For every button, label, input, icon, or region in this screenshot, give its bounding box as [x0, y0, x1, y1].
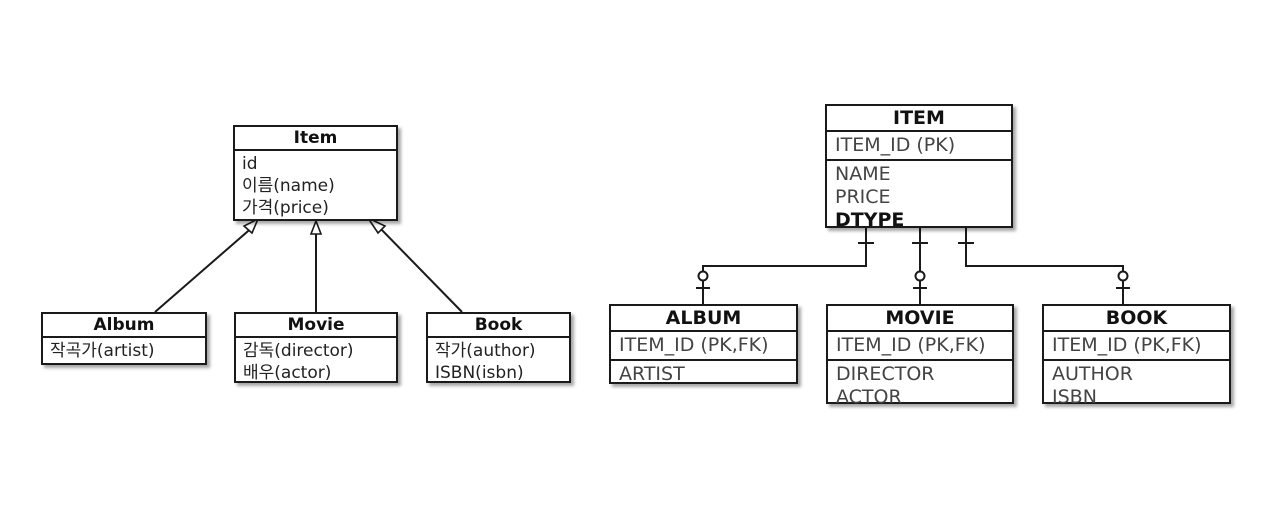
class-item-fields: id 이름(name) 가격(price): [235, 151, 396, 221]
relation-item-book: [958, 228, 1130, 304]
class-album-fields: 작곡가(artist): [43, 338, 205, 364]
inheritance-book-line: [365, 216, 463, 313]
entity-album: ALBUM ITEM_ID (PK,FK) ARTIST: [609, 304, 798, 385]
class-book: Book 작가(author) ISBN(isbn): [426, 312, 571, 383]
inheritance-album-line: [154, 217, 260, 313]
entity-album-pk-section: ITEM_ID (PK,FK): [611, 332, 796, 361]
entity-album-title: ALBUM: [611, 306, 796, 332]
class-movie-title: Movie: [236, 314, 396, 338]
class-album: Album 작곡가(artist): [41, 312, 207, 365]
entity-book-title: BOOK: [1044, 306, 1229, 332]
entity-movie-col-director: DIRECTOR: [836, 363, 935, 385]
class-book-field-author: 작가(author): [435, 341, 536, 361]
relation-item-movie: [912, 228, 928, 304]
inheritance-movie-line: [309, 218, 323, 312]
entity-album-columns: ARTIST: [611, 361, 796, 388]
class-item-field-price: 가격(price): [242, 198, 329, 218]
class-album-field-artist: 작곡가(artist): [50, 341, 155, 361]
relation-item-album: [696, 228, 874, 304]
entity-book-columns: AUTHOR ISBN: [1044, 361, 1229, 411]
entity-book: BOOK ITEM_ID (PK,FK) AUTHOR ISBN: [1042, 304, 1231, 408]
class-book-fields: 작가(author) ISBN(isbn): [428, 338, 569, 386]
entity-item-pk-section: ITEM_ID (PK): [827, 132, 1011, 161]
entity-book-pk: ITEM_ID (PK,FK): [1052, 334, 1202, 356]
class-item-title: Item: [235, 127, 396, 151]
entity-movie: MOVIE ITEM_ID (PK,FK) DIRECTOR ACTOR: [826, 304, 1014, 408]
entity-movie-pk: ITEM_ID (PK,FK): [836, 334, 986, 356]
class-item-field-name: 이름(name): [242, 176, 335, 196]
class-movie: Movie 감독(director) 배우(actor): [234, 312, 398, 383]
entity-movie-pk-section: ITEM_ID (PK,FK): [828, 332, 1012, 361]
entity-album-col-artist: ARTIST: [619, 363, 685, 385]
class-movie-field-director: 감독(director): [243, 341, 354, 361]
entity-item-title: ITEM: [827, 106, 1011, 132]
entity-book-col-isbn: ISBN: [1052, 386, 1097, 408]
class-item: Item id 이름(name) 가격(price): [233, 125, 398, 221]
entity-item-col-dtype: DTYPE: [835, 209, 905, 231]
entity-item-col-price: PRICE: [835, 186, 891, 208]
class-movie-field-actor: 배우(actor): [243, 363, 332, 383]
entity-item-pk: ITEM_ID (PK): [835, 134, 956, 156]
entity-item-col-name: NAME: [835, 163, 891, 185]
entity-movie-col-actor: ACTOR: [836, 386, 902, 408]
class-album-title: Album: [43, 314, 205, 338]
entity-book-pk-section: ITEM_ID (PK,FK): [1044, 332, 1229, 361]
entity-item: ITEM ITEM_ID (PK) NAME PRICE DTYPE: [825, 104, 1013, 231]
class-book-field-isbn: ISBN(isbn): [435, 363, 524, 383]
entity-movie-title: MOVIE: [828, 306, 1012, 332]
inheritance-arrow-icon: [309, 218, 323, 235]
entity-item-columns: NAME PRICE DTYPE: [827, 161, 1011, 234]
inheritance-arrow-icon: [365, 216, 387, 235]
inheritance-arrow-icon: [242, 217, 260, 235]
class-movie-fields: 감독(director) 배우(actor): [236, 338, 396, 386]
entity-book-col-author: AUTHOR: [1052, 363, 1133, 385]
class-book-title: Book: [428, 314, 569, 338]
entity-album-pk: ITEM_ID (PK,FK): [619, 334, 769, 356]
class-item-field-id: id: [242, 154, 258, 174]
entity-movie-columns: DIRECTOR ACTOR: [828, 361, 1012, 411]
